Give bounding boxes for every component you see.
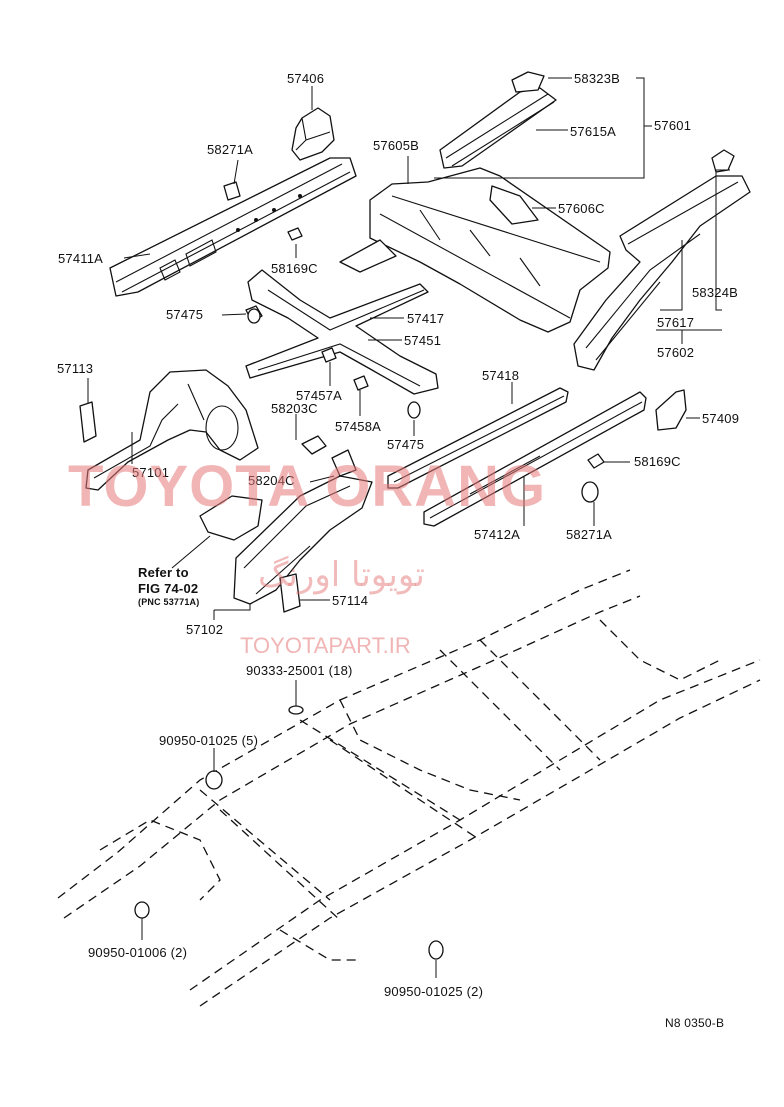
label-90950-01025-top: 90950-01025 (5): [159, 733, 259, 748]
part-57412A-sill: [423, 391, 647, 527]
part-90950-01025-plug-top: [205, 770, 223, 790]
label-58169C-right: 58169C: [634, 454, 681, 469]
part-57451-crossmember: [245, 269, 439, 395]
label-57113: 57113: [57, 361, 94, 376]
label-58324B: 58324B: [692, 285, 739, 300]
part-57601-upper-member: [439, 71, 557, 169]
label-57615A: 57615A: [570, 124, 617, 139]
part-90950-01025-plug-bottom: [428, 940, 444, 960]
label-57605B: 57605B: [373, 138, 420, 153]
label-57101: 57101: [132, 465, 170, 480]
label-90950-01025-bottom: 90950-01025 (2): [384, 984, 484, 999]
figure-code: N8 0350-B: [665, 1016, 725, 1030]
label-90333-25001: 90333-25001 (18): [246, 663, 353, 678]
part-57475-plug-mid: [407, 401, 421, 419]
label-57114: 57114: [332, 593, 369, 608]
label-57406: 57406: [287, 71, 325, 86]
part-57114-bracket: [279, 573, 301, 613]
part-57411A-side-member: [109, 157, 357, 297]
part-57475-plug-left: [247, 308, 261, 324]
part-53771A-reference: [199, 495, 263, 541]
label-57617: 57617: [657, 315, 695, 330]
label-refer-fig: FIG 74-02: [138, 581, 199, 596]
label-57451: 57451: [404, 333, 442, 348]
label-57601: 57601: [654, 118, 692, 133]
part-57458A-clip: [353, 375, 369, 391]
label-57458A: 57458A: [335, 419, 382, 434]
label-57475-left: 57475: [166, 307, 204, 322]
label-refer-pnc: (PNC 53771A): [138, 597, 200, 607]
label-90950-01006: 90950-01006 (2): [88, 945, 188, 960]
part-90333-bolt: [288, 705, 304, 715]
part-57602-rear-member: [573, 149, 751, 371]
part-90950-01006-plug-left: [134, 901, 150, 919]
leader-lines: [87, 77, 730, 978]
part-57409-bracket: [655, 389, 687, 431]
label-58323B: 58323B: [574, 71, 621, 86]
part-57101-front-member: [79, 369, 259, 491]
part-57457A-clip: [321, 347, 337, 363]
label-58204C: 58204C: [248, 473, 295, 488]
part-57418-sill: [387, 387, 569, 489]
label-57457A: 57457A: [296, 388, 343, 403]
label-57409: 57409: [702, 411, 740, 426]
label-57417: 57417: [407, 311, 445, 326]
part-58271A-cap-bottom: [581, 481, 599, 503]
part-58169C-patch-top: [287, 227, 303, 241]
label-57606C: 57606C: [558, 201, 605, 216]
part-58203C-patch: [301, 435, 327, 455]
label-refer-to: Refer to: [138, 565, 189, 580]
label-57102: 57102: [186, 622, 224, 637]
label-57475-mid: 57475: [387, 437, 425, 452]
label-57602: 57602: [657, 345, 695, 360]
label-58271A-bottom: 58271A: [566, 527, 613, 542]
part-58169C-patch-right: [587, 453, 605, 469]
part-57102-front-member: [233, 449, 373, 605]
label-58271A-top: 58271A: [207, 142, 254, 157]
label-57412A: 57412A: [474, 527, 521, 542]
label-58169C-top: 58169C: [271, 261, 318, 276]
label-57418: 57418: [482, 368, 520, 383]
frame-chassis-outline: [57, 569, 761, 1007]
label-57411A: 57411A: [58, 251, 104, 266]
part-57406-bracket: [291, 107, 335, 161]
label-58203C: 58203C: [271, 401, 318, 416]
part-57605B-floor-pan: [339, 167, 611, 333]
part-58271A-cap-top: [223, 181, 241, 201]
